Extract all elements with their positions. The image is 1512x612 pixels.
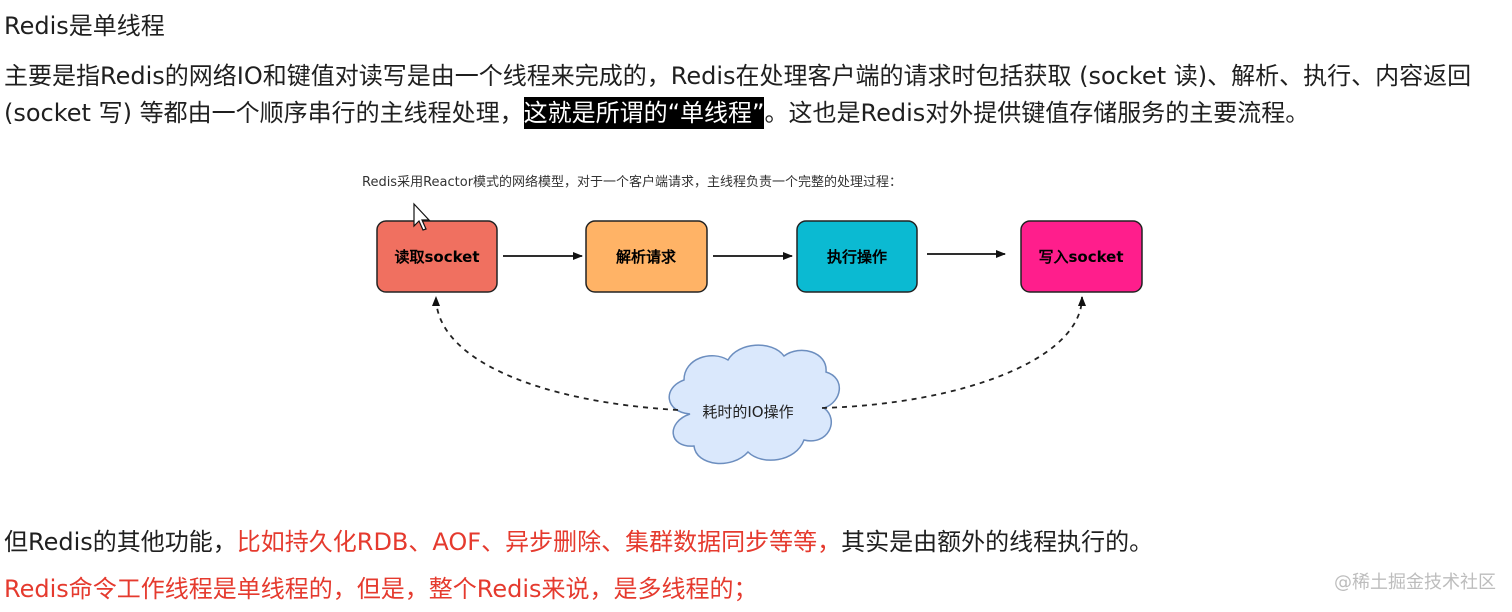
watermark: @稀土掘金技术社区 [1334,572,1496,593]
footer-line-1-prefix: 但Redis的其他功能， [4,528,237,556]
footer-line-2: Redis命令工作线程是单线程的，但是，整个Redis来说，是多线程的； [4,575,758,603]
node-write-socket-label: 写入socket [1038,248,1123,266]
diagram-caption: Redis采用Reactor模式的网络模型，对于一个客户端请求，主线程负责一个完… [362,175,903,190]
intro-paragraph: 主要是指Redis的网络IO和键值对读写是由一个线程来完成的，Redis在处理客… [4,58,1508,132]
reactor-diagram: 读取socket 解析请求 执行操作 写入socket 耗时的IO操作 [376,202,1143,465]
node-write-socket: 写入socket [1020,220,1143,293]
footer-line-1-suffix: 其实是由额外的线程执行的。 [841,528,1154,556]
cloud-io: 耗时的IO操作 [668,344,841,465]
node-parse-request-label: 解析请求 [616,248,677,266]
intro-text-end: 。这也是Redis对外提供键值存储服务的主要流程。 [764,99,1310,127]
node-execute: 执行操作 [796,220,918,293]
node-execute-label: 执行操作 [827,248,887,266]
node-read-socket-label: 读取socket [394,248,479,266]
node-parse-request: 解析请求 [585,220,708,293]
node-read-socket: 读取socket [376,220,498,293]
mouse-cursor-icon [413,202,431,231]
intro-text: 主要是指Redis的网络IO和键值对读写是由一个线程来完成的，Redis在处理客… [4,62,1472,127]
intro-highlight: 这就是所谓的“单线程” [523,97,765,129]
page-title: Redis是单线程 [4,12,165,40]
cloud-io-label: 耗时的IO操作 [702,403,793,421]
dashed-arrow-to-write [821,296,1086,409]
footer-line-1-red: 比如持久化RDB、AOF、异步删除、集群数据同步等等， [236,528,842,556]
dashed-arrow-to-read [432,296,679,411]
footer-line-1: 但Redis的其他功能，比如持久化RDB、AOF、异步删除、集群数据同步等等，其… [4,526,1153,558]
